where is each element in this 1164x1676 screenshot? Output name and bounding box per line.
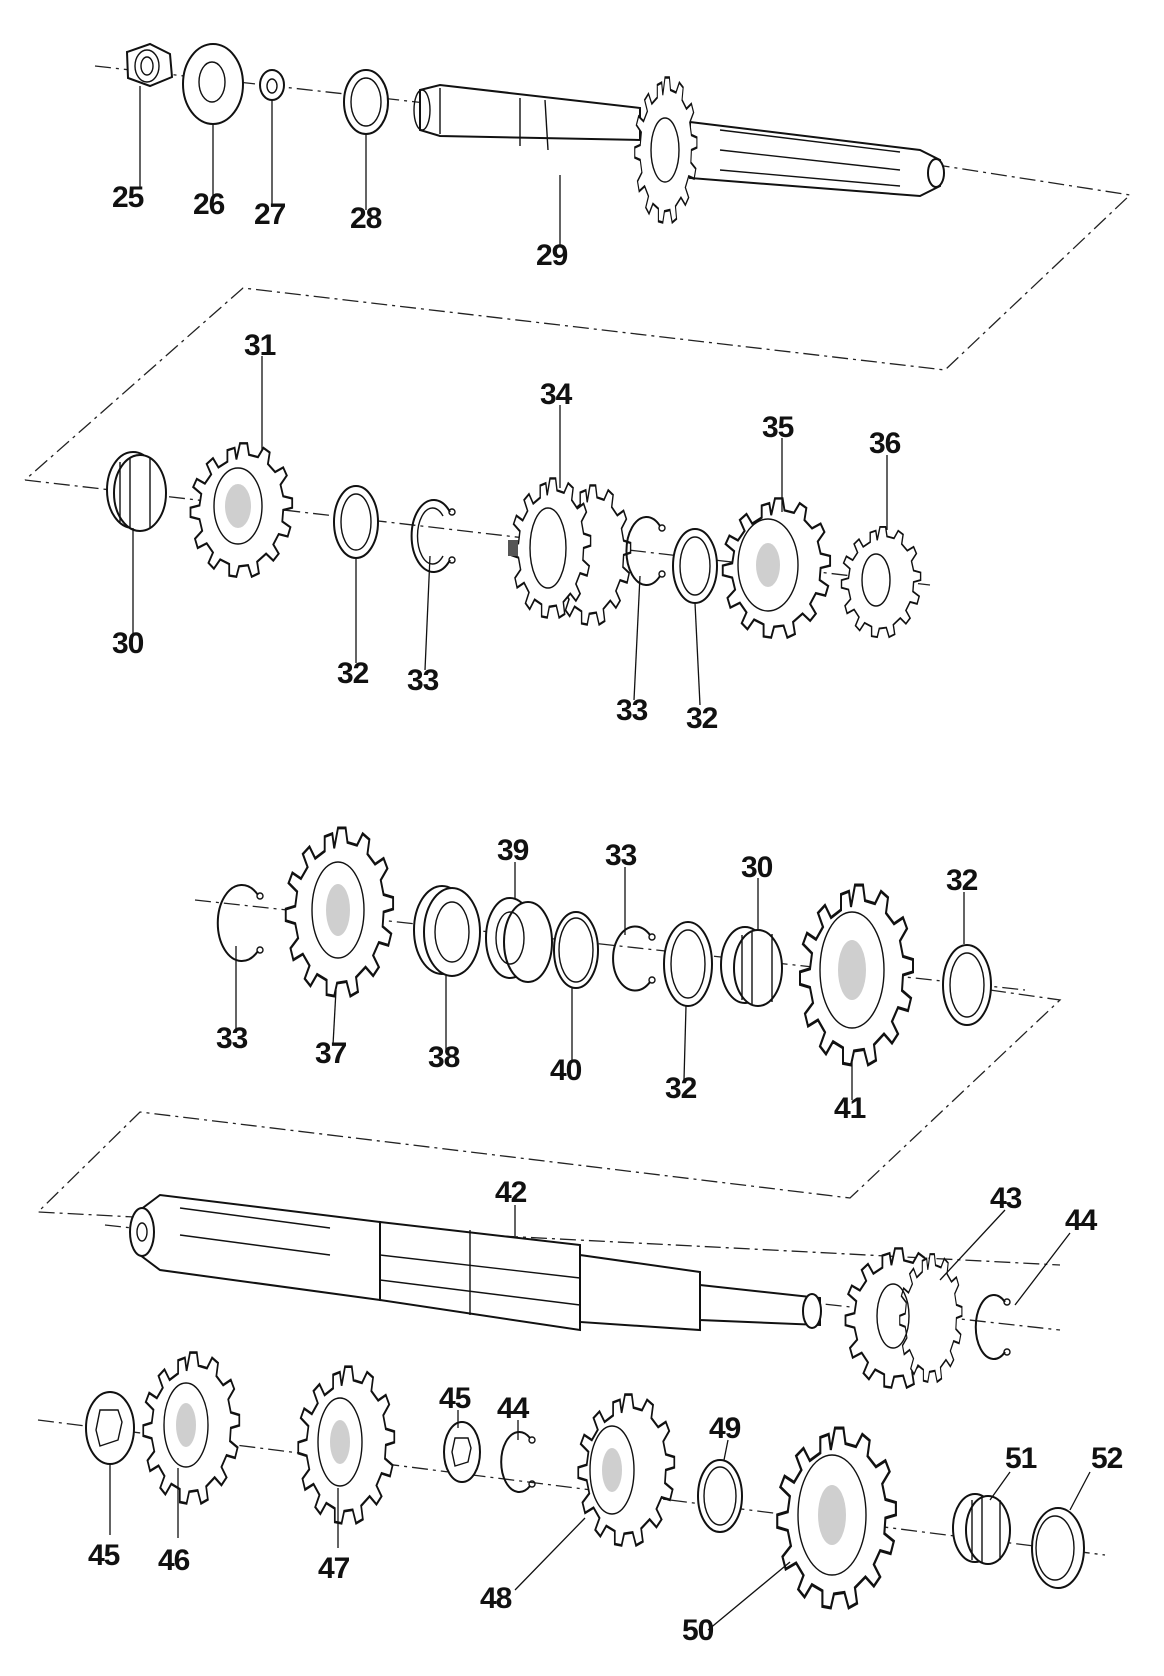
part-label-34: 34 — [540, 378, 573, 411]
part-label-32c: 32 — [946, 864, 978, 897]
nut-part-25 — [125, 42, 174, 88]
circlip-part-33-d — [216, 884, 264, 962]
gear-part-41 — [798, 883, 915, 1067]
bearing-part-30 — [106, 451, 167, 532]
gear-part-34 — [508, 477, 632, 626]
part-label-32b: 32 — [686, 702, 718, 735]
part-label-44b: 44 — [497, 1392, 530, 1425]
part-label-46: 46 — [158, 1544, 190, 1577]
washer-part-52 — [1031, 1507, 1085, 1589]
circlip-part-33-a — [410, 499, 456, 573]
bush-part-38 — [413, 885, 481, 977]
gear-part-43 — [844, 1247, 964, 1389]
part-label-27: 27 — [254, 198, 286, 231]
washer-part-26 — [182, 43, 244, 125]
part-label-30b: 30 — [741, 851, 773, 884]
part-label-41: 41 — [834, 1092, 866, 1125]
washer-part-32-b — [672, 528, 718, 604]
gear-part-47 — [296, 1365, 396, 1525]
part-label-33a: 33 — [407, 664, 439, 697]
part-label-26: 26 — [193, 188, 225, 221]
gear-part-46 — [141, 1351, 241, 1505]
washer-part-32-c — [942, 944, 992, 1026]
part-label-33b: 33 — [616, 694, 648, 727]
ring-part-49 — [697, 1459, 743, 1533]
part-label-50: 50 — [682, 1614, 714, 1647]
washer-part-28 — [343, 69, 389, 135]
circlip-part-33-c — [612, 925, 656, 992]
washer-part-32-a — [333, 485, 379, 559]
part-label-31: 31 — [244, 329, 276, 362]
part-label-32a: 32 — [337, 657, 369, 690]
part-label-51: 51 — [1005, 1442, 1037, 1475]
washer-part-45-a — [443, 1421, 481, 1483]
ring-part-40 — [553, 911, 599, 989]
fifth-assembly — [37, 1351, 1106, 1631]
bearing-part-30-b — [720, 926, 783, 1007]
part-label-33c: 33 — [605, 839, 637, 872]
part-labels: 25 26 27 28 29 30 31 32 33 34 33 32 35 36 39 33 30 32 33 37… — [88, 181, 1124, 1647]
part-label-47: 47 — [318, 1552, 350, 1585]
circlip-part-44-b — [500, 1431, 536, 1493]
gear-part-37 — [284, 826, 395, 998]
gear-part-48 — [576, 1393, 676, 1547]
part-label-52: 52 — [1091, 1442, 1123, 1475]
bush-part-39 — [485, 897, 553, 983]
part-label-49: 49 — [709, 1412, 741, 1445]
part-label-48: 48 — [480, 1582, 512, 1615]
part-label-35: 35 — [762, 411, 794, 444]
bearing-part-51 — [952, 1493, 1011, 1565]
part-label-36: 36 — [869, 427, 901, 460]
gear-part-31 — [189, 442, 294, 578]
second-assembly — [24, 356, 931, 706]
gear-part-36 — [840, 525, 922, 639]
part-label-37: 37 — [315, 1037, 347, 1070]
shaft-part-29 — [413, 76, 945, 224]
washer-part-32-d — [663, 921, 713, 1007]
part-label-33d: 33 — [216, 1022, 248, 1055]
part-label-45b: 45 — [88, 1539, 120, 1572]
shaft-part-42 — [129, 1193, 822, 1332]
circlip-part-33-b — [625, 516, 666, 586]
part-label-45a: 45 — [439, 1382, 471, 1415]
third-assembly — [36, 826, 1062, 1266]
part-label-25: 25 — [112, 181, 144, 214]
part-label-38: 38 — [428, 1041, 460, 1074]
part-label-39: 39 — [497, 834, 529, 867]
part-label-40: 40 — [550, 1054, 582, 1087]
part-label-43: 43 — [990, 1182, 1022, 1215]
part-label-44a: 44 — [1065, 1204, 1098, 1237]
fourth-assembly — [104, 1193, 1071, 1389]
part-label-29: 29 — [536, 239, 568, 272]
part-label-30a: 30 — [112, 627, 144, 660]
ring-part-27 — [259, 69, 285, 101]
circlip-part-44-a — [974, 1294, 1011, 1360]
gear-part-50 — [775, 1426, 898, 1610]
top-assembly — [24, 42, 1132, 481]
washer-part-45-b — [85, 1391, 135, 1465]
part-label-42: 42 — [495, 1176, 527, 1209]
part-label-28: 28 — [350, 202, 382, 235]
gear-part-35 — [721, 497, 832, 639]
part-label-32d: 32 — [665, 1072, 697, 1105]
